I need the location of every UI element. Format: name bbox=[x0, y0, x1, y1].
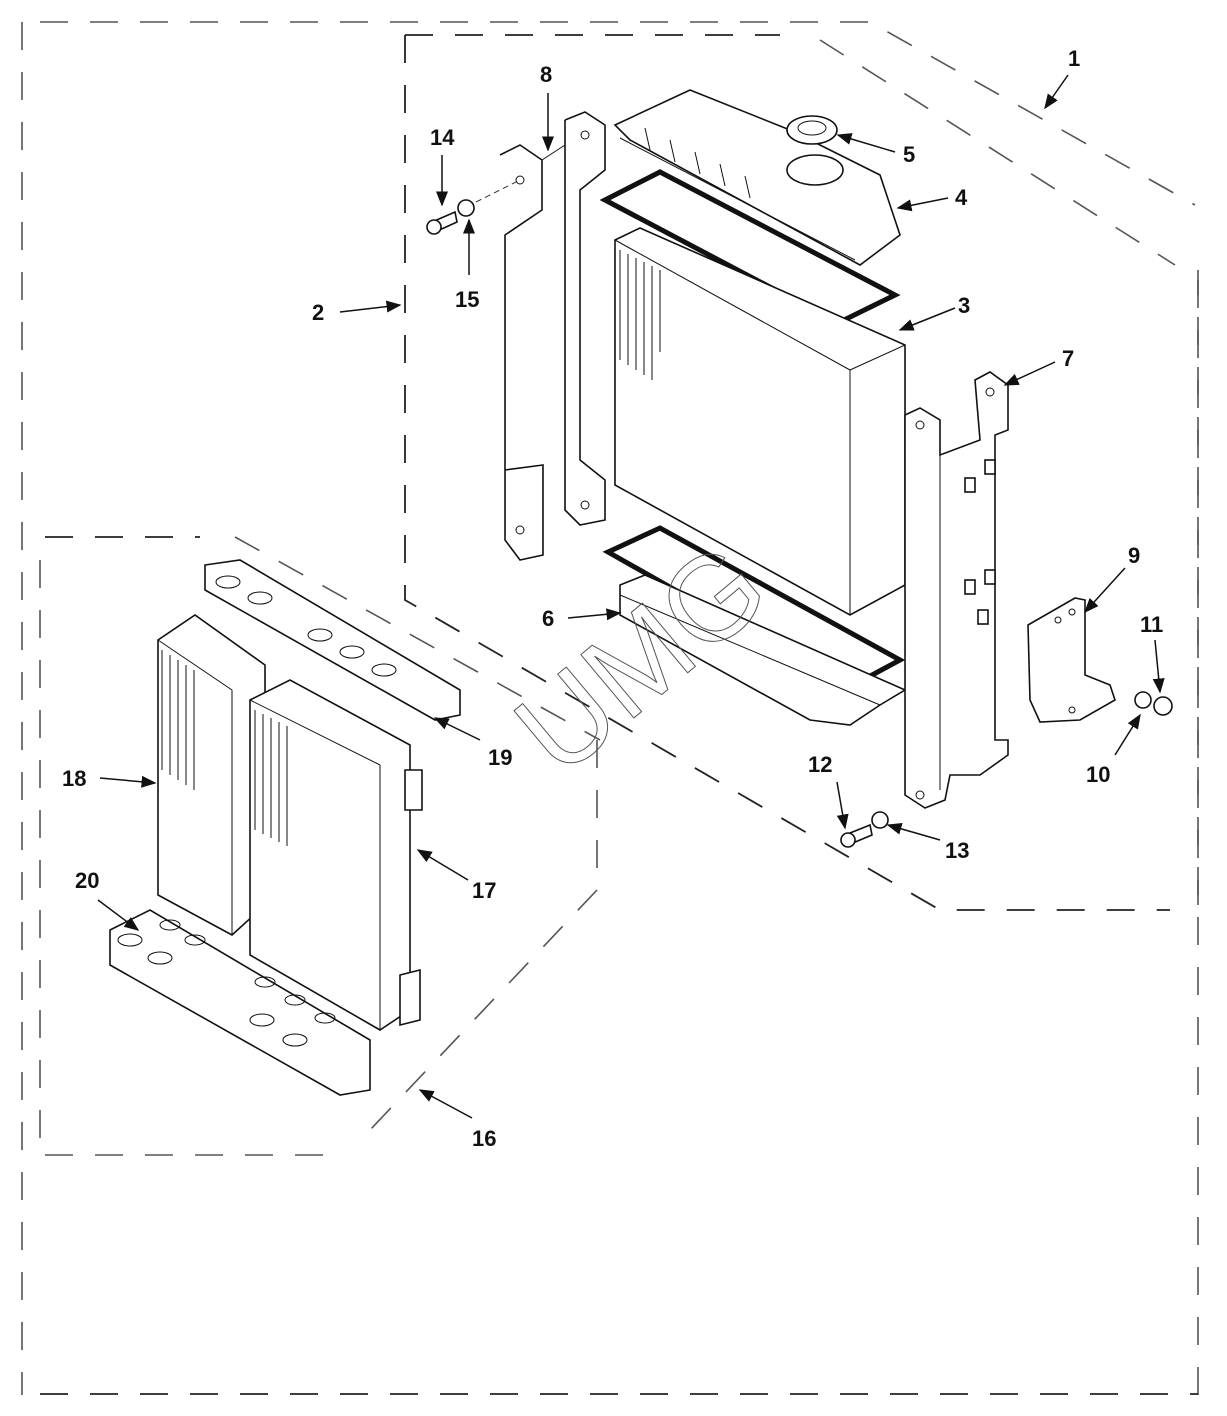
group-boundary-2 bbox=[404, 34, 1199, 911]
callout-6: 6 bbox=[542, 606, 554, 631]
group-boundary-16 bbox=[39, 536, 601, 1156]
callout-8: 8 bbox=[540, 62, 552, 87]
callout-14: 14 bbox=[430, 125, 455, 150]
callout-2: 2 bbox=[312, 300, 324, 325]
callout-7: 7 bbox=[1062, 346, 1074, 371]
part-oil-cooler bbox=[249, 679, 423, 1031]
callout-15: 15 bbox=[455, 287, 479, 312]
callout-16: 16 bbox=[472, 1126, 496, 1151]
callout-18: 18 bbox=[62, 766, 86, 791]
callout-12: 12 bbox=[808, 752, 832, 777]
callout-1: 1 bbox=[1068, 46, 1080, 71]
callout-17: 17 bbox=[472, 878, 496, 903]
part-bottom-tank bbox=[619, 574, 907, 726]
callout-19: 19 bbox=[488, 745, 512, 770]
callout-10: 10 bbox=[1086, 762, 1110, 787]
part-radiator-cap bbox=[786, 115, 844, 186]
callout-labels: 1 2 3 4 5 6 7 8 9 10 11 12 13 14 15 16 1… bbox=[62, 46, 1163, 1151]
callout-5: 5 bbox=[903, 142, 915, 167]
part-top-tank bbox=[613, 89, 901, 266]
leader-arrows bbox=[97, 74, 1165, 1119]
callout-4: 4 bbox=[955, 185, 968, 210]
part-radiator-core bbox=[614, 227, 906, 616]
part-fasteners bbox=[426, 179, 1173, 848]
callout-11: 11 bbox=[1140, 612, 1163, 637]
part-upper-channel bbox=[204, 559, 461, 721]
part-lower-channel bbox=[109, 909, 371, 1096]
part-cooler-core bbox=[157, 614, 266, 936]
part-right-bracket bbox=[904, 371, 1009, 809]
callout-3: 3 bbox=[958, 293, 970, 318]
callout-9: 9 bbox=[1128, 543, 1140, 568]
callout-13: 13 bbox=[945, 838, 969, 863]
part-mounting-bracket bbox=[1027, 597, 1116, 723]
callout-20: 20 bbox=[75, 868, 99, 893]
part-left-bracket bbox=[499, 111, 606, 561]
